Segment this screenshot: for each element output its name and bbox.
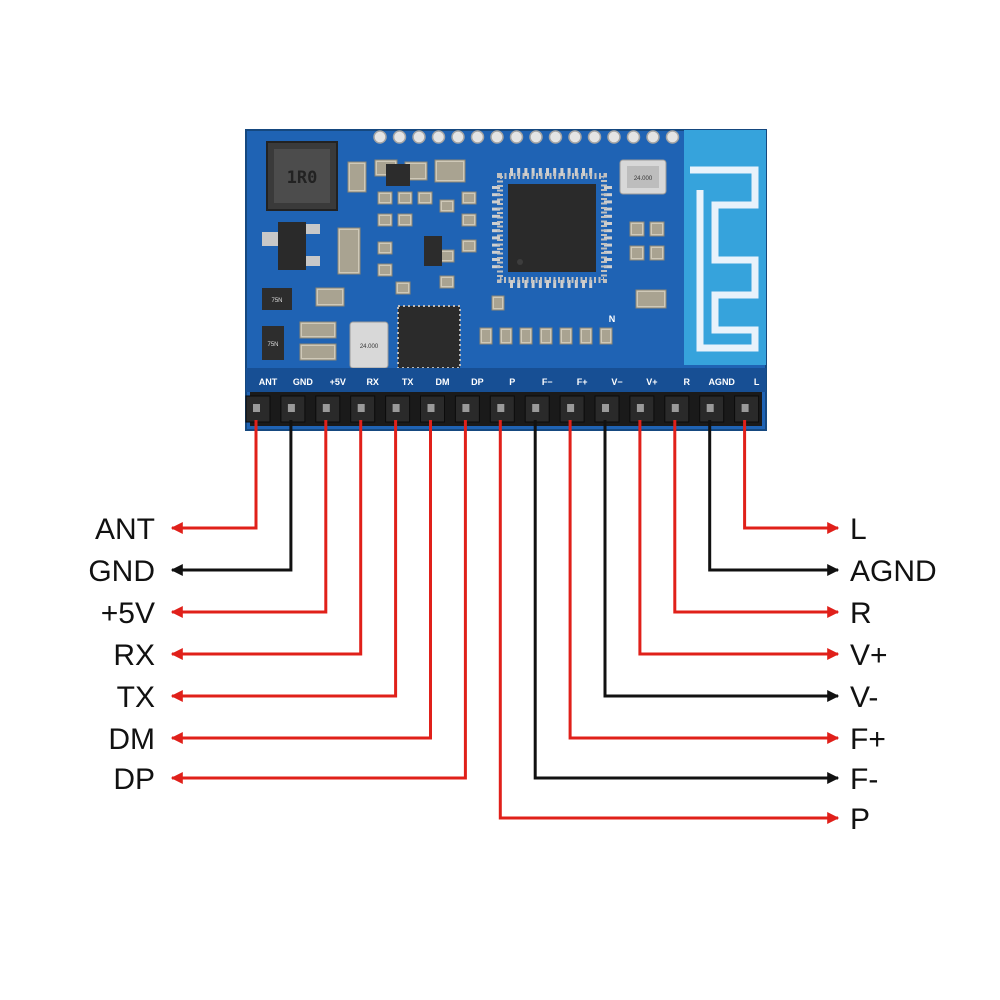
callout-labels: ANT GND +5V RX TX DM DP P F- F+ V- V+ R AGND L	[88, 513, 936, 836]
resistor-marking-bottom: 75N	[267, 342, 278, 348]
qfn-chip	[397, 305, 461, 369]
small-ic	[386, 164, 410, 186]
header-pin	[315, 395, 341, 423]
header-silk-label: ANT	[259, 377, 278, 387]
silk-n: N	[609, 314, 616, 324]
wire-f+	[568, 420, 840, 744]
wire-v+	[638, 420, 840, 660]
castellated-pad	[431, 130, 446, 144]
header-silk-label: DP	[471, 377, 484, 387]
header-silk-label: RX	[366, 377, 379, 387]
wire-r	[673, 420, 840, 618]
castellated-pad	[509, 130, 524, 144]
crystal-small-marking: 24.000	[360, 344, 379, 350]
header-silk-label: DM	[436, 377, 450, 387]
resistor-75n-bottom	[262, 326, 284, 360]
wire-dp	[170, 420, 467, 784]
wire-l	[743, 420, 840, 534]
castellated-pad	[665, 130, 680, 144]
top-castellated-pads	[373, 130, 680, 144]
pin-callout-label: ANT	[95, 513, 155, 546]
pin-callout-label: P	[850, 803, 870, 836]
pin-callout-label: R	[850, 597, 872, 630]
header-silk-label: V−	[611, 377, 622, 387]
header-pins	[245, 395, 760, 423]
wire-gnd	[170, 420, 293, 576]
small-ic	[424, 236, 442, 266]
wire-5v	[170, 420, 328, 618]
pin-callout-label: V-	[850, 681, 878, 714]
header-silk-label: +5V	[330, 377, 346, 387]
header-silk-label: P	[509, 377, 515, 387]
castellated-pad	[646, 130, 660, 144]
bluetooth-module-board: 1R0 75N 75N 24.000 24.000 N ANT GND +5V RX T…	[245, 129, 767, 431]
castellated-pad	[568, 130, 582, 144]
resistor-marking-top: 75N	[271, 298, 282, 304]
castellated-pad	[607, 130, 621, 144]
castellated-pad	[412, 130, 426, 144]
pin-callout-label: DP	[113, 763, 155, 796]
wiring	[170, 420, 840, 824]
pin-callout-label: AGND	[850, 555, 937, 588]
header-pin-labels: ANT GND +5V RX TX DM DP P F− F+ V− V+ R AGND L	[259, 377, 760, 387]
pin-callout-label: GND	[88, 555, 155, 588]
wire-ant	[170, 420, 258, 534]
header-silk-label: AGND	[708, 377, 735, 387]
antenna-trace	[690, 166, 759, 352]
pin-callout-label: L	[850, 513, 867, 546]
castellated-pad	[470, 130, 485, 144]
wire-tx	[170, 420, 398, 702]
pin-callout-label: TX	[117, 681, 155, 714]
header-label-strip	[246, 368, 766, 392]
regulator	[278, 222, 306, 270]
header-silk-label: R	[684, 377, 691, 387]
pin-callout-label: DM	[108, 723, 155, 756]
wire-p	[498, 420, 840, 824]
header-silk-label: F+	[577, 377, 588, 387]
main-qfp-chip-body	[508, 184, 596, 272]
pin-callout-label: V+	[850, 639, 888, 672]
wire-agnd	[708, 420, 840, 576]
header-silk-label: V+	[646, 377, 657, 387]
inductor-marking: 1R0	[287, 168, 318, 188]
castellated-pad	[490, 130, 504, 144]
resistor-75n-top	[262, 288, 292, 310]
pin-callout-label: F+	[850, 723, 886, 756]
pin-callout-label: +5V	[101, 597, 155, 630]
castellated-pad	[626, 130, 641, 144]
wire-f-	[533, 420, 840, 784]
header-silk-label: F−	[542, 377, 553, 387]
pin-callout-label: RX	[113, 639, 155, 672]
crystal-large-marking: 24.000	[634, 176, 653, 182]
wire-rx	[170, 420, 363, 660]
castellated-pad	[529, 130, 543, 144]
header-silk-label: L	[754, 377, 760, 387]
pin-callout-label: F-	[850, 763, 878, 796]
passive-components	[299, 159, 667, 361]
castellated-pad	[392, 130, 407, 144]
castellated-pad	[451, 130, 465, 144]
castellated-pad	[548, 130, 563, 144]
castellated-pad	[587, 130, 602, 144]
wire-dm	[170, 420, 432, 744]
header-silk-label: GND	[293, 377, 314, 387]
wire-v-	[603, 420, 840, 702]
castellated-pad	[373, 130, 387, 144]
header-silk-label: TX	[402, 377, 414, 387]
